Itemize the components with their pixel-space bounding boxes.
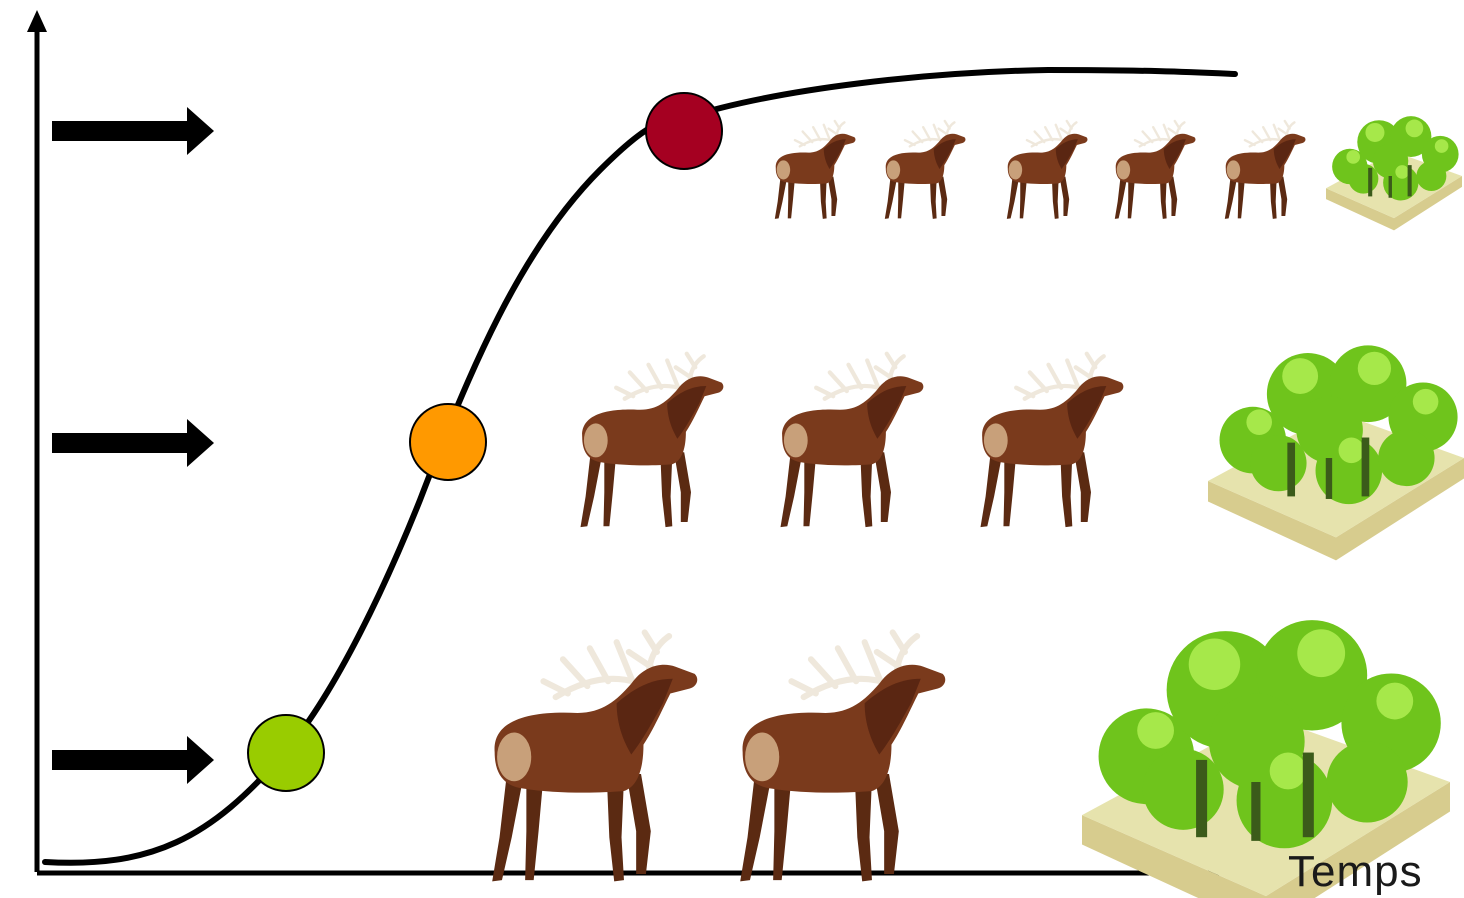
deer-icon xyxy=(781,354,924,527)
x-axis xyxy=(37,862,1278,884)
deer-icon xyxy=(773,119,857,221)
forest-block-icon xyxy=(1326,116,1462,231)
y-axis xyxy=(27,10,47,872)
high-density-marker xyxy=(645,92,723,170)
low-density-marker xyxy=(247,714,325,792)
deer-icon xyxy=(981,354,1124,527)
deer-icon xyxy=(1005,119,1089,221)
forest-block-icon xyxy=(1208,345,1464,561)
deer-icon xyxy=(1223,119,1307,221)
low-density-deer-row xyxy=(492,632,945,881)
high-density-deer-row xyxy=(773,119,1307,221)
deer-icon xyxy=(883,119,967,221)
arrow-right-icon xyxy=(52,736,214,784)
deer-icon xyxy=(1113,119,1197,221)
medium-density-marker xyxy=(409,403,487,481)
arrow-right-icon xyxy=(52,107,214,155)
arrow-right-icon xyxy=(52,419,214,467)
x-axis-label: Temps xyxy=(1288,847,1423,896)
medium-density-deer-row xyxy=(581,354,1124,527)
deer-icon xyxy=(740,632,945,881)
deer-icon xyxy=(492,632,697,881)
deer-icon xyxy=(581,354,724,527)
